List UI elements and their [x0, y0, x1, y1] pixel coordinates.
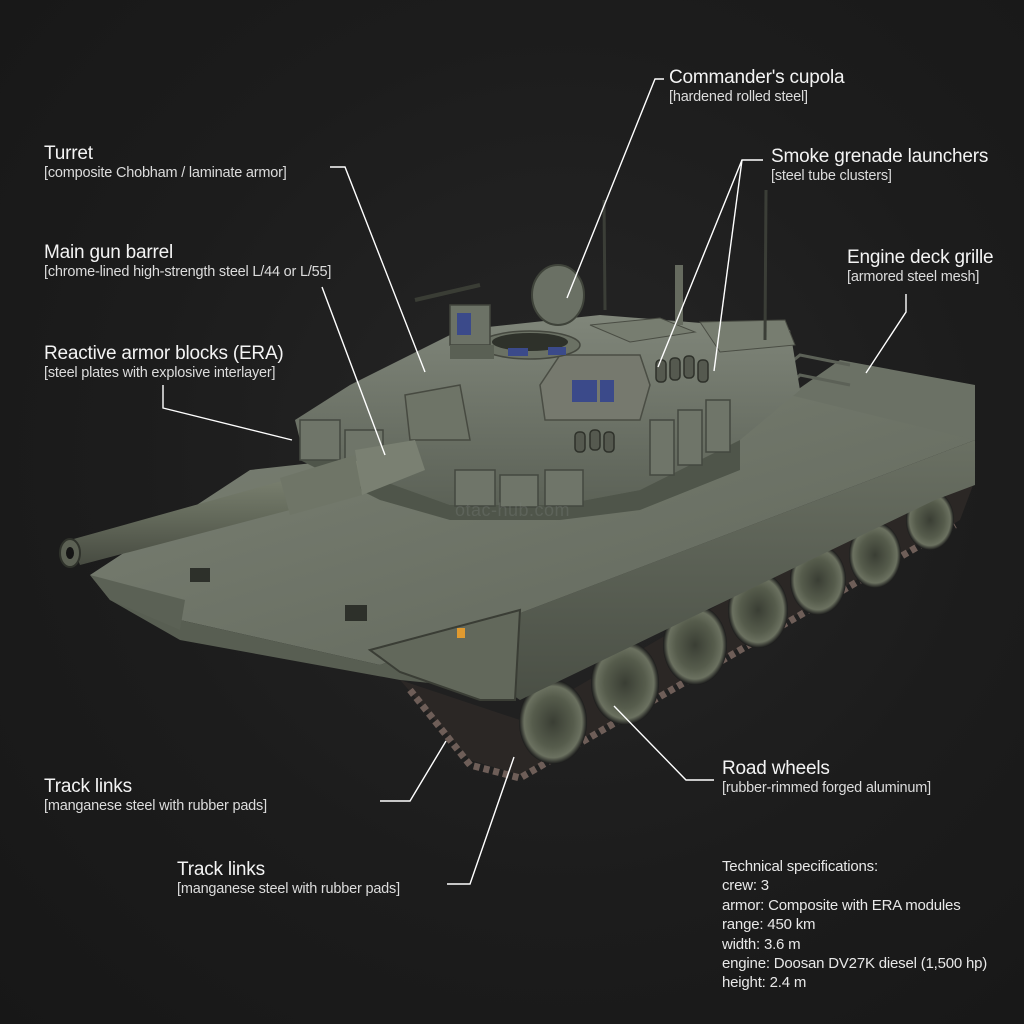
label-track-links-2: Track links [manganese steel with rubber…	[177, 859, 400, 898]
label-material: [hardened rolled steel]	[669, 88, 808, 105]
label-track-links-1: Track links [manganese steel with rubber…	[44, 776, 267, 815]
label-title: Smoke grenade launchers	[771, 146, 989, 167]
spec-crew: crew: 3	[722, 877, 769, 895]
specs-heading: Technical specifications:	[722, 858, 878, 875]
main-gun-graphic	[59, 440, 425, 568]
label-title: Track links	[177, 859, 265, 880]
label-main-gun: Main gun barrel [chrome-lined high-stren…	[44, 242, 331, 281]
label-material: [steel tube clusters]	[771, 167, 892, 184]
label-title: Commander's cupola	[669, 67, 845, 88]
label-material: [chrome-lined high-strength steel L/44 o…	[44, 263, 332, 280]
hull-side	[505, 440, 975, 700]
hull-top	[90, 390, 975, 665]
label-turret: Turret [composite Chobham / laminate arm…	[44, 143, 287, 182]
spec-armor: armor: Composite with ERA modules	[722, 896, 961, 914]
label-title: Turret	[44, 143, 93, 164]
engine-deck	[790, 360, 975, 440]
leader-lines	[162, 78, 907, 885]
spec-engine: engine: Doosan DV27K diesel (1,500 hp)	[722, 955, 988, 973]
label-title: Reactive armor blocks (ERA)	[44, 343, 284, 364]
label-material: [armored steel mesh]	[847, 268, 980, 285]
label-material: [composite Chobham / laminate armor]	[44, 164, 287, 181]
label-material: [manganese steel with rubber pads]	[177, 880, 400, 897]
technical-specifications: Technical specifications: crew: 3 armor:…	[722, 857, 987, 993]
label-road-wheels: Road wheels [rubber-rimmed forged alumin…	[722, 758, 931, 797]
label-smoke-launchers: Smoke grenade launchers [steel tube clus…	[771, 146, 988, 185]
label-title: Track links	[44, 776, 132, 797]
label-engine-grille: Engine deck grille [armored steel mesh]	[847, 247, 994, 286]
watermark: otac-hub.com	[455, 500, 571, 520]
label-material: [steel plates with explosive interlayer]	[44, 364, 276, 381]
spec-range: range: 450 km	[722, 916, 816, 934]
spec-width: width: 3.6 m	[722, 935, 801, 953]
label-title: Road wheels	[722, 758, 830, 779]
label-title: Engine deck grille	[847, 247, 994, 268]
label-material: [rubber-rimmed forged aluminum]	[722, 779, 931, 796]
label-title: Main gun barrel	[44, 242, 174, 263]
spec-height: height: 2.4 m	[722, 974, 807, 992]
label-era: Reactive armor blocks (ERA) [steel plate…	[44, 343, 284, 382]
label-material: [manganese steel with rubber pads]	[44, 797, 267, 814]
label-cupola: Commander's cupola [hardened rolled stee…	[669, 67, 845, 106]
